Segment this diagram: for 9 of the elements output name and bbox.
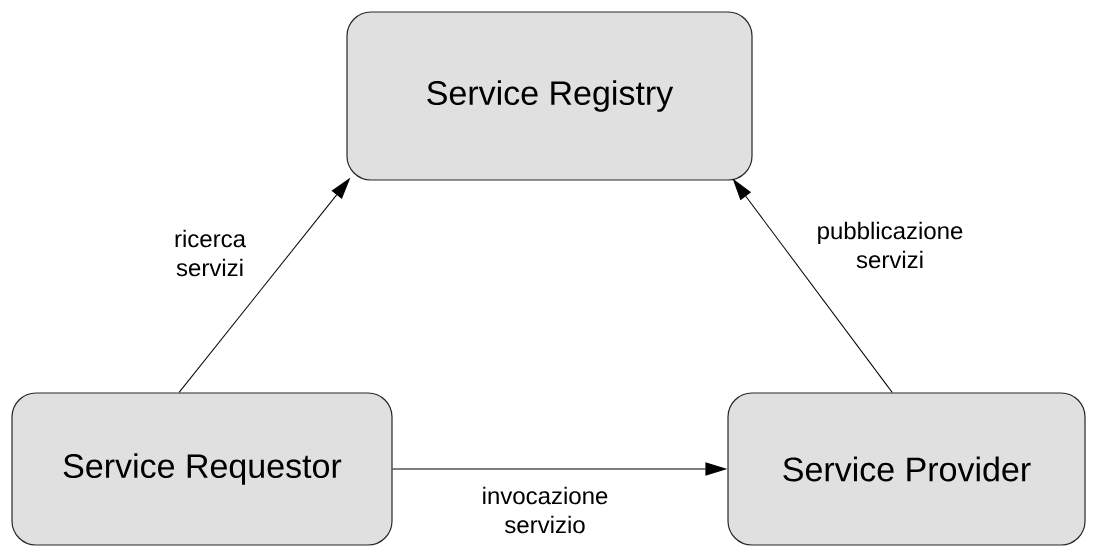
arrow	[392, 462, 727, 476]
service-box: Service Registry	[346, 11, 753, 181]
service-box: Service Requestor	[11, 392, 393, 546]
service-box: Service Provider	[727, 392, 1086, 546]
arrow	[178, 178, 350, 393]
edge-label: pubblicazione servizi	[818, 221, 963, 269]
edge-label: invocazione servizio	[483, 486, 608, 534]
arrow	[733, 179, 893, 393]
edge-label: ricerca servizi	[175, 229, 246, 277]
